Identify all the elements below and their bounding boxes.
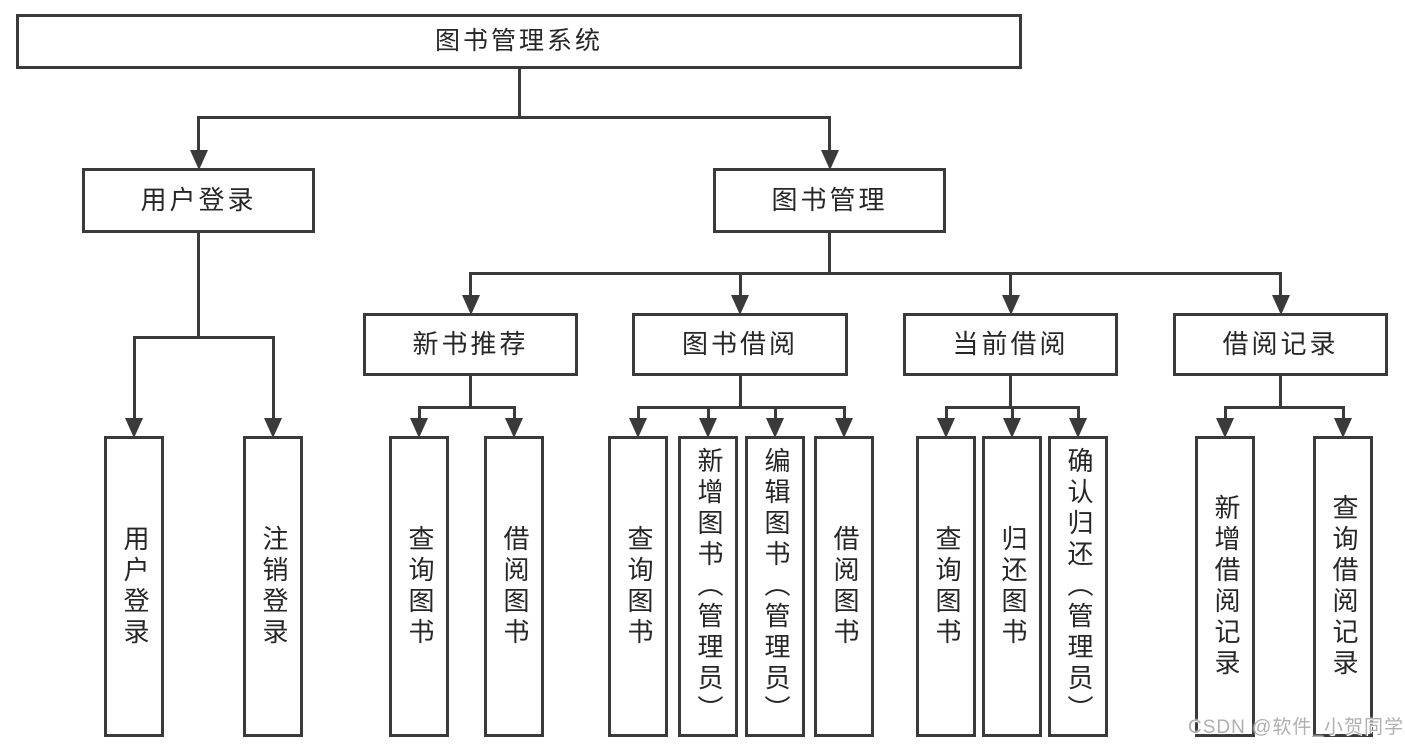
edge-drop — [842, 407, 846, 420]
edge-bus — [636, 405, 846, 409]
node-leaf-bb-query: 查询图书 — [608, 436, 668, 737]
node-label: 确认归还（管理员） — [1063, 447, 1094, 726]
edge-drop — [773, 407, 777, 420]
node-label: 当前借阅 — [952, 328, 1069, 359]
edge-drop — [1076, 407, 1080, 420]
node-leaf-bb-edit: 编辑图书（管理员） — [745, 436, 805, 737]
edge-drop — [1279, 273, 1282, 297]
node-leaf-rec-query: 查询图书 — [389, 436, 449, 737]
node-label: 用户登录 — [119, 524, 150, 649]
edge-drop — [1223, 407, 1227, 420]
node-label: 查询图书 — [623, 524, 654, 649]
node-label: 图书借阅 — [681, 328, 798, 359]
node-label: 查询借阅记录 — [1328, 493, 1359, 680]
edge-stem — [1009, 376, 1012, 407]
node-leaf-cb-return: 归还图书 — [982, 436, 1042, 737]
arrow-down-icon — [1001, 295, 1020, 315]
node-current-borrow: 当前借阅 — [903, 313, 1118, 376]
arrow-down-icon — [505, 418, 523, 438]
node-new-book-rec: 新书推荐 — [363, 313, 578, 376]
node-label: 注销登录 — [258, 524, 289, 649]
edge-drop — [1010, 407, 1014, 420]
arrow-down-icon — [1003, 418, 1021, 438]
edge-stem — [469, 376, 472, 407]
node-leaf-cb-query: 查询图书 — [916, 436, 976, 737]
node-leaf-bb-add: 新增图书（管理员） — [678, 436, 738, 737]
node-leaf-user-login: 用户登录 — [104, 436, 164, 737]
node-leaf-bb-borrow: 借阅图书 — [814, 436, 874, 737]
node-leaf-logout: 注销登录 — [243, 436, 303, 737]
arrow-down-icon — [264, 418, 282, 438]
arrow-down-icon — [1216, 418, 1234, 438]
edge-stem — [1279, 376, 1282, 407]
edge-stem — [828, 233, 831, 273]
arrow-down-icon — [1069, 418, 1087, 438]
arrow-down-icon — [629, 418, 647, 438]
edge-stem — [738, 376, 742, 407]
edge-stem — [517, 69, 521, 117]
node-book-borrow: 图书借阅 — [632, 313, 848, 376]
node-label: 查询图书 — [931, 524, 962, 649]
edge-bus — [417, 405, 516, 409]
edge-drop — [512, 407, 516, 420]
node-borrow-records: 借阅记录 — [1173, 313, 1388, 376]
arrow-down-icon — [937, 418, 955, 438]
edge-drop — [469, 273, 472, 297]
edge-bus — [469, 271, 1282, 275]
node-leaf-br-add: 新增借阅记录 — [1195, 436, 1255, 737]
arrow-down-icon — [461, 295, 480, 315]
arrow-down-icon — [766, 418, 784, 438]
edge-drop — [271, 337, 275, 420]
arrow-down-icon — [189, 150, 208, 170]
node-root: 图书管理系统 — [16, 14, 1022, 69]
node-label: 借阅图书 — [499, 524, 530, 649]
arrow-down-icon — [125, 418, 143, 438]
edge-drop — [738, 273, 742, 297]
arrow-down-icon — [820, 150, 839, 170]
node-label: 用户登录 — [140, 184, 257, 215]
arrow-down-icon — [410, 418, 428, 438]
edge-drop — [706, 407, 710, 420]
node-label: 图书管理系统 — [434, 27, 603, 56]
node-label: 归还图书 — [997, 524, 1028, 649]
node-label: 查询图书 — [404, 524, 435, 649]
node-leaf-rec-borrow: 借阅图书 — [484, 436, 544, 737]
node-label: 借阅图书 — [829, 524, 860, 649]
node-label: 图书管理 — [771, 184, 888, 215]
arrow-down-icon — [1271, 295, 1290, 315]
edge-drop — [132, 337, 136, 420]
edge-drop — [828, 117, 831, 152]
node-leaf-cb-confirm: 确认归还（管理员） — [1048, 436, 1108, 737]
edge-bus — [197, 115, 831, 119]
edge-drop — [636, 407, 640, 420]
watermark: CSDN @软件_小贺同学 — [1188, 717, 1404, 738]
node-label: 新增图书（管理员） — [693, 447, 724, 726]
edge-bus — [1223, 405, 1345, 409]
node-label: 新增借阅记录 — [1210, 493, 1241, 680]
node-book-mgmt: 图书管理 — [713, 168, 946, 233]
arrow-down-icon — [1334, 418, 1352, 438]
node-label: 编辑图书（管理员） — [760, 447, 791, 726]
arrow-down-icon — [699, 418, 717, 438]
edge-drop — [1009, 273, 1012, 297]
arrow-down-icon — [731, 295, 749, 315]
edge-stem — [197, 233, 200, 337]
node-label: 新书推荐 — [412, 328, 529, 359]
arrow-down-icon — [835, 418, 853, 438]
edge-drop — [944, 407, 948, 420]
node-user-login: 用户登录 — [82, 168, 315, 233]
node-label: 借阅记录 — [1222, 328, 1339, 359]
edge-bus — [132, 335, 275, 339]
edge-drop — [197, 117, 200, 152]
edge-drop — [417, 407, 421, 420]
node-leaf-br-query: 查询借阅记录 — [1313, 436, 1373, 737]
edge-drop — [1341, 407, 1345, 420]
